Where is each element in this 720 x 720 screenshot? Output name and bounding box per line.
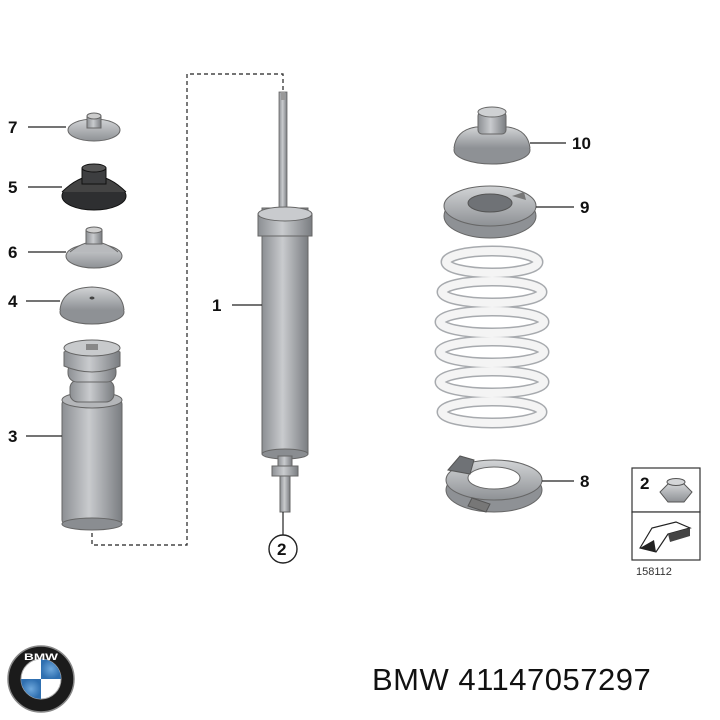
part-6-bushing — [65, 226, 123, 269]
bmw-logo: BMW — [7, 645, 75, 713]
callout-1: 1 — [212, 296, 221, 315]
coil-spring — [434, 245, 550, 429]
callout-10: 10 — [572, 134, 591, 153]
callout-7: 7 — [8, 118, 17, 137]
callout-4: 4 — [8, 292, 18, 311]
part-9-spring-pad — [443, 185, 537, 239]
part-10-spring-cap — [453, 106, 531, 165]
callout-9: 9 — [580, 198, 589, 217]
inset-nut — [659, 478, 693, 503]
part-5-rubber-mount — [61, 163, 127, 211]
inset-number: 2 — [640, 474, 649, 493]
dashed-bracket — [91, 73, 284, 546]
part-number-caption: BMW 41147057297 — [372, 662, 652, 697]
part-7-washer-nut — [67, 112, 121, 142]
inset-ref: 158112 — [636, 566, 672, 578]
callout-3: 3 — [8, 427, 17, 446]
callout-6: 6 — [8, 243, 17, 262]
callout-2: 2 — [277, 540, 286, 559]
part-4-cap — [59, 286, 125, 325]
callout-2-circle — [268, 534, 298, 564]
callout-8: 8 — [580, 472, 589, 491]
logo-letters: BMW — [24, 652, 59, 662]
inset-arrow-icon — [639, 521, 692, 553]
callout-5: 5 — [8, 178, 17, 197]
part-1-shock-absorber — [257, 91, 313, 513]
part-3-bump-stop-boot — [61, 339, 123, 531]
part-8-lower-spring-seat — [445, 455, 543, 513]
